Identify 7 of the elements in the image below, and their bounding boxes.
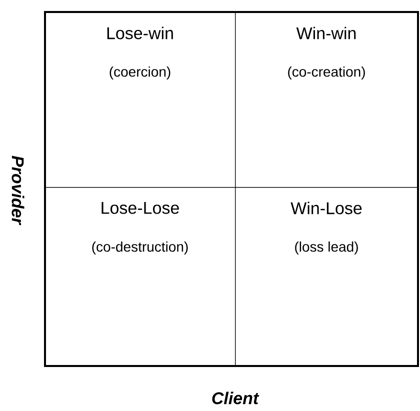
node-label: Lose-win <box>107 26 173 40</box>
quadrant-box: Lose-Lose (co-destruction) <box>45 186 236 367</box>
quadrant-box: Win-win (co-creation) <box>235 12 419 188</box>
quadrant-box: Win-Lose (loss lead) <box>235 186 419 367</box>
axis-title: Provider <box>12 156 24 226</box>
node-label: (coercion) <box>110 66 170 80</box>
axis-title: Client <box>212 392 260 404</box>
